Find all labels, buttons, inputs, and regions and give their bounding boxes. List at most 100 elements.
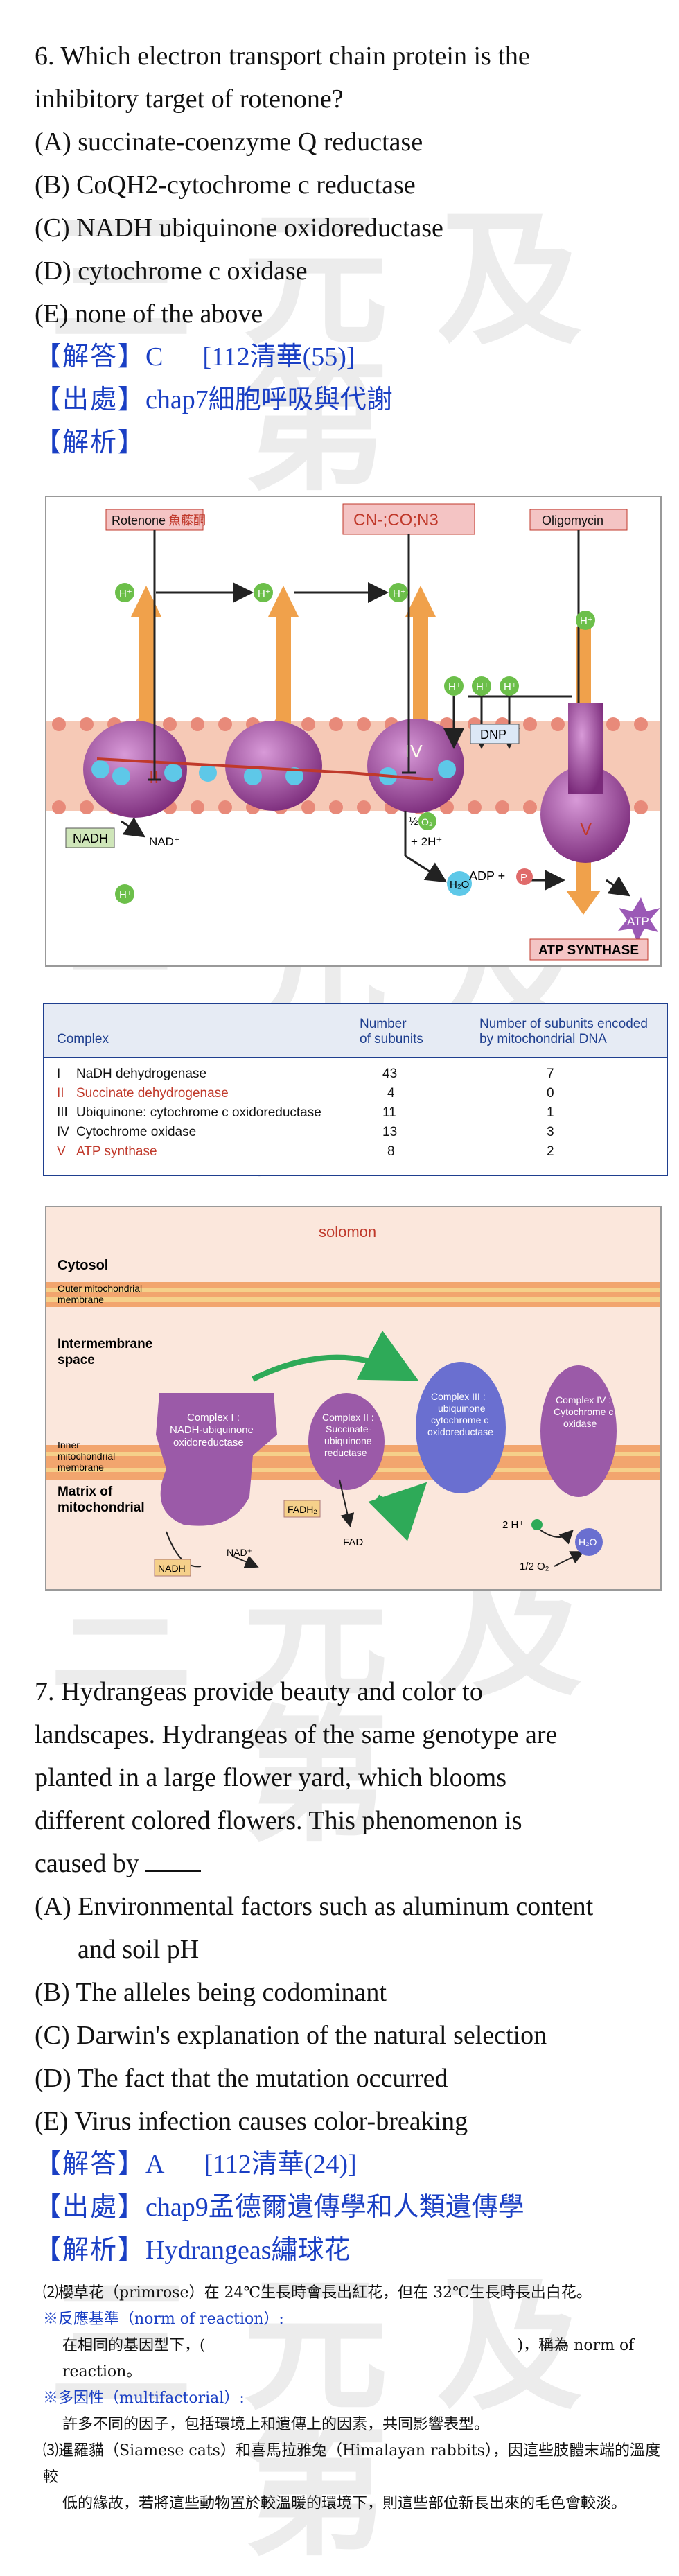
nad-label: NAD⁺ (227, 1547, 252, 1558)
complex-i-label: NADH-ubiquinone (170, 1424, 254, 1436)
two-proton-label: + 2H⁺ (411, 835, 442, 848)
row-roman: IV (57, 1125, 69, 1139)
h2o-label: H₂O (579, 1536, 597, 1548)
complex-i-label: oxidoreductase (173, 1437, 244, 1448)
o2-label: O₂ (421, 816, 432, 827)
option-d: (D) cytochrome c oxidase (35, 256, 308, 286)
analysis-tag: 【解析】 (35, 2236, 146, 2265)
row-roman: II (57, 1086, 64, 1101)
analysis-notes: ⑵櫻草花（primrose）在 24℃生長時會長出紅花，但在 32℃生長時長出白… (43, 2280, 667, 2517)
option-b: (B) CoQH2-cytochrome c reductase (35, 170, 416, 200)
complex-iii-label: Complex III : (431, 1391, 486, 1402)
source-line: 【出處】chap7細胞呼吸與代謝 (35, 378, 530, 421)
matrix-label: Matrix of (58, 1484, 113, 1499)
row-subunits: 43 (382, 1067, 398, 1081)
proton-label: H⁺ (119, 588, 132, 599)
row-name: Cytochrome oxidase (76, 1125, 197, 1139)
fadh2-label: FADH₂ (288, 1504, 317, 1515)
complex-ii-label: ubiquinone (324, 1435, 372, 1446)
complex-iii (225, 721, 322, 811)
row-subunits: 13 (382, 1125, 398, 1139)
analysis-value: Hydrangeas繡球花 (146, 2236, 351, 2265)
atp-synthase-label: ATP SYNTHASE (538, 943, 639, 958)
ims-label: space (58, 1353, 95, 1367)
complex-iii-label: ubiquinone (438, 1403, 486, 1414)
complex-iv-shape (540, 1365, 617, 1497)
row-subunits: 8 (387, 1144, 395, 1159)
rotenone-cn-label: 魚藤酮 (168, 514, 206, 528)
note-line: 許多不同的因子，包括環境上和遺傳上的因素，共同影響表型。 (62, 2416, 490, 2433)
watermark: 三元及第 (48, 2261, 630, 2576)
row-mito: 2 (547, 1144, 554, 1159)
col-mito: Number of subunits encoded (479, 1017, 648, 1031)
option-e: (E) Virus infection causes color-breakin… (35, 2107, 468, 2136)
answer-blank (146, 1845, 202, 1872)
row-mito: 7 (547, 1067, 554, 1081)
complex-i (83, 721, 187, 818)
ims-label: Intermembrane (58, 1337, 152, 1351)
answer-source: [112清華(24)] (204, 2150, 357, 2179)
option-c: (C) NADH ubiquinone oxidoreductase (35, 213, 443, 243)
proton-label: H⁺ (393, 588, 406, 599)
note-heading: ※反應基準（norm of reaction）: (43, 2311, 284, 2328)
answer-line: 【解答】C [112清華(55)] (35, 335, 530, 378)
question-stem: 6. Which electron transport chain protei… (35, 42, 530, 71)
rotenone-label: Rotenone (112, 514, 166, 527)
proton-label: H⁺ (580, 615, 593, 627)
note-fill-end: )，稱為 norm of (517, 2337, 635, 2354)
col-subunits: Number (360, 1017, 407, 1031)
complex-iv (367, 719, 464, 813)
complex-v-label: V (580, 818, 592, 839)
proton-label: H⁺ (119, 889, 132, 901)
note-line: ⑶暹羅貓（Siamese cats）和喜馬拉雅兔（Himalayan rabbi… (43, 2442, 661, 2486)
question-stem: 7. Hydrangeas provide beauty and color t… (35, 1677, 483, 1706)
question-stem: different colored flowers. This phenomen… (35, 1806, 522, 1835)
note-line: ⑵櫻草花（primrose）在 24℃生長時會長出紅花，但在 32℃生長時長出白… (43, 2284, 592, 2302)
adp-label: ADP + (469, 869, 505, 883)
complex-i-label: Complex I : (187, 1412, 240, 1423)
source-tag: 【出處】 (35, 2193, 146, 2222)
col-subunits: of subunits (360, 1032, 423, 1046)
row-name: NaDH dehydrogenase (76, 1067, 207, 1081)
inner-membrane-label: mitochondrial (58, 1451, 115, 1462)
complex-ii-label: reductase (324, 1447, 367, 1458)
outer-membrane-label: membrane (58, 1294, 104, 1305)
source-tag: 【出處】 (35, 385, 146, 414)
option-a-cont: and soil pH (78, 1935, 200, 1964)
o2-label: 1/2 O₂ (520, 1561, 549, 1572)
complex-iv-label: Cytochrome c (554, 1406, 613, 1417)
row-name: Succinate dehydrogenase (76, 1086, 229, 1101)
phosphate-label: P (520, 872, 527, 884)
row-subunits: 11 (382, 1105, 396, 1120)
complex-subunit-table: Complex Number of subunits Number of sub… (43, 1003, 668, 1176)
nad-label: NAD⁺ (149, 835, 180, 848)
answer-tag: 【解答】 (35, 342, 146, 371)
question-stem: caused by (35, 1842, 593, 1885)
answer-source: [112清華(55)] (202, 342, 355, 371)
source-line: 【出處】chap9孟德爾遺傳學和人類遺傳學 (35, 2186, 593, 2229)
complex-iv-label: Complex IV : (556, 1394, 611, 1405)
table-header: Complex Number of subunits Number of sub… (44, 1004, 667, 1058)
answer-tag: 【解答】 (35, 2150, 146, 2179)
note-line: reaction。 (62, 2363, 142, 2381)
question-7: 7. Hydrangeas provide beauty and color t… (35, 1670, 593, 2272)
inner-membrane-label: Inner (58, 1439, 80, 1451)
proton-label: H⁺ (448, 681, 461, 693)
row-mito: 3 (547, 1125, 554, 1139)
complex-ii-label: Succinate- (326, 1423, 371, 1435)
note-fill-start: 在相同的基因型下，( (62, 2337, 206, 2354)
col-complex: Complex (57, 1032, 109, 1046)
complex-iv-label: oxidase (563, 1418, 597, 1429)
analysis-line: 【解析】 (35, 421, 530, 464)
solomon-etc-figure: solomon Cytosol Outer mitochondrial memb… (45, 1206, 662, 1591)
option-a: (A) Environmental factors such as alumin… (35, 1892, 594, 1921)
inner-membrane-label: membrane (58, 1462, 104, 1473)
option-c: (C) Darwin's explanation of the natural … (35, 2021, 547, 2050)
analysis-tag: 【解析】 (35, 428, 146, 457)
nadh-label: NADH (158, 1563, 186, 1574)
answer-value: A (146, 2150, 165, 2179)
table-row: V ATP synthase 8 2 (44, 1144, 667, 1164)
watermark: 三元及第 (48, 195, 630, 511)
dnp-label: DNP (480, 728, 506, 742)
atp-label: ATP (627, 915, 649, 928)
